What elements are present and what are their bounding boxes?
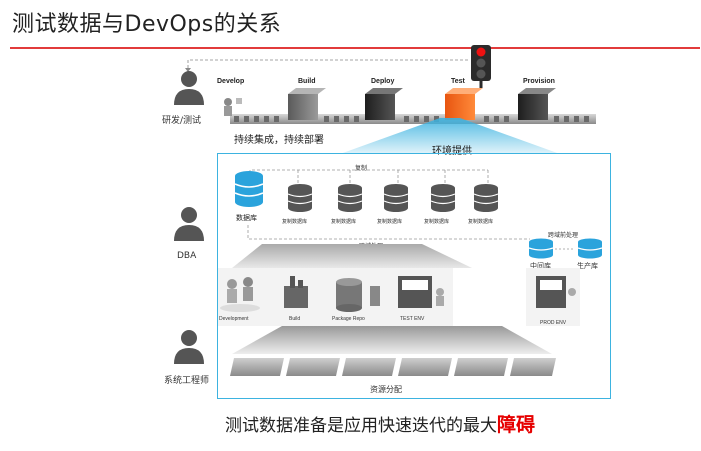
resource-servers [230, 358, 556, 376]
bottom-caption-emphasis: 障碍 [497, 414, 536, 436]
database-icon [430, 184, 456, 212]
prod-db-label: 生产库 [577, 263, 598, 270]
stage-build-label: Build [298, 78, 316, 85]
user-icon [174, 330, 204, 364]
database-icon [473, 184, 499, 212]
prod-environment-illustration [526, 268, 580, 326]
stage-test-label: Test [451, 78, 465, 85]
env-package-repo-label: Package Repo [332, 316, 365, 322]
user-icon [174, 71, 204, 105]
role-sys-label: 系统工程师 [164, 376, 210, 386]
traffic-light-icon [471, 45, 491, 88]
copy-database-label: 复制数据库 [468, 219, 494, 225]
bottom-caption: 测试数据准备是应用快速迭代的最大障碍 [225, 410, 535, 437]
resource-funnel [232, 326, 552, 354]
database-icon [337, 184, 363, 212]
middle-prod-db-group [528, 238, 603, 259]
stage-develop-label: Develop [217, 78, 245, 85]
copy-database-label: 复制数据库 [377, 219, 403, 225]
title-divider [10, 47, 700, 49]
pipeline-conveyor [224, 88, 596, 124]
pipeline-caption: 持续集成，持续部署 [234, 135, 324, 146]
environment-beam [340, 118, 560, 154]
stage-deploy-label: Deploy [371, 78, 395, 85]
bottom-caption-text: 测试数据准备是应用快速迭代的最大 [225, 416, 497, 436]
transfer-arrow [247, 225, 530, 240]
env-prod-label: PROD ENV [540, 320, 567, 326]
environment-frame [217, 153, 611, 399]
env-provide-label: 环境提供 [432, 146, 472, 157]
copy-database-label: 复制数据库 [282, 219, 308, 225]
role-dba-label: DBA [177, 251, 197, 261]
copy-arrows [249, 169, 489, 188]
database-icon [383, 184, 409, 212]
resource-label: 资源分配 [370, 385, 402, 394]
copy-label: 复制 [355, 166, 368, 172]
database-icon [234, 171, 264, 207]
database-icon [287, 184, 313, 212]
user-icon [174, 207, 204, 241]
transfer-funnel [232, 244, 472, 268]
environment-illustrations [218, 268, 453, 326]
feedback-arrow [185, 59, 470, 72]
database-label: 数据库 [236, 214, 257, 222]
env-test-label: TEST ENV [400, 316, 425, 322]
stage-provision-label: Provision [523, 78, 555, 85]
middle-db-label: 中间库 [530, 263, 551, 270]
env-build-label: Build [289, 316, 301, 322]
pre-transfer-label: 跨域前处理 [548, 233, 579, 239]
env-development-label: Development [219, 316, 249, 322]
page-title: 测试数据与DevOps的关系 [12, 12, 282, 37]
copy-database-label: 复制数据库 [424, 219, 450, 225]
copy-database-label: 复制数据库 [331, 219, 357, 225]
role-dev-label: 研发/测试 [162, 116, 202, 126]
